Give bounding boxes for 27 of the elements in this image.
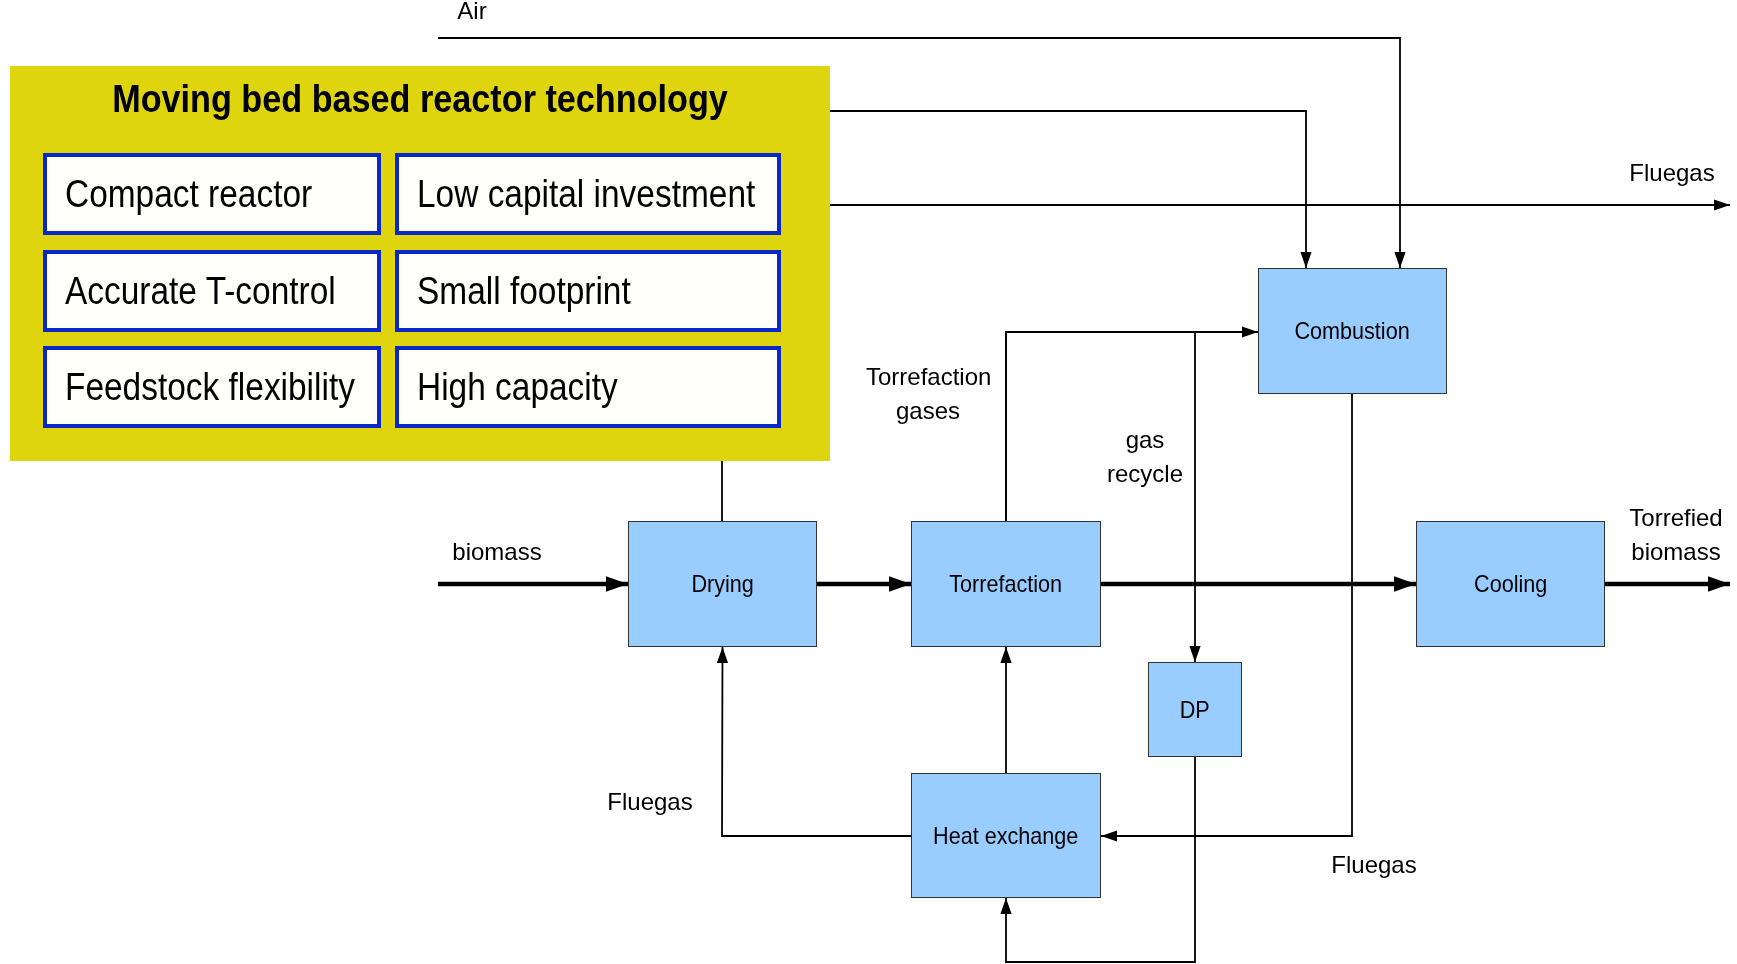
process-box: DP xyxy=(1148,662,1242,757)
arrow xyxy=(1101,576,1416,592)
arrow xyxy=(1100,393,1353,842)
process-box: Drying xyxy=(628,521,817,647)
feature-box: Small footprint xyxy=(395,250,781,332)
arrow xyxy=(1000,646,1012,774)
feature-box: High capacity xyxy=(395,346,781,428)
feature-box: Compact reactor xyxy=(43,153,381,235)
arrow xyxy=(1605,576,1730,592)
process-box: Cooling xyxy=(1416,521,1605,647)
arrow xyxy=(437,37,1406,269)
panel-title: Moving bed based reactor technology xyxy=(111,78,729,121)
process-box: Combustion xyxy=(1258,268,1447,394)
feature-box: Feedstock flexibility xyxy=(43,346,381,428)
arrow xyxy=(1005,331,1201,663)
feature-box: Accurate T-control xyxy=(43,250,381,332)
process-box: Heat exchange xyxy=(911,773,1101,898)
arrow xyxy=(438,576,628,592)
arrow xyxy=(829,199,1731,211)
edge-label: biomass xyxy=(452,537,542,567)
process-box: Torrefaction xyxy=(911,521,1101,647)
arrow xyxy=(1000,756,1196,963)
arrow xyxy=(716,646,912,837)
arrow xyxy=(817,576,911,592)
feature-box: Low capital investment xyxy=(395,153,781,235)
feature-panel xyxy=(10,66,830,461)
arrow xyxy=(829,110,1312,269)
